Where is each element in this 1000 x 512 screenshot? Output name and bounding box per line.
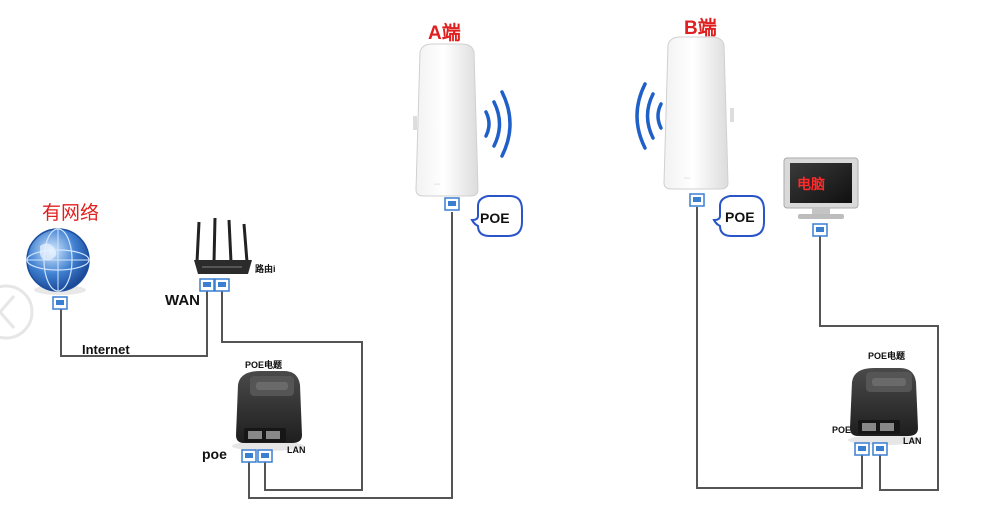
pc-label: 电脑 (797, 176, 825, 192)
poe-right-label: POE (832, 425, 852, 435)
poe-injector-icon (232, 371, 304, 451)
wifi-waves-icon (635, 82, 663, 150)
port-icon (812, 223, 828, 237)
network-label: 有网络 (42, 202, 100, 224)
poe-bubble-a-label: POE (480, 210, 510, 226)
port-icon (52, 296, 68, 310)
cpe-a-icon: ◦◦◦ (413, 43, 479, 197)
lan-port-icon (872, 442, 888, 456)
globe-icon (26, 228, 90, 295)
poe-left-label: poe (202, 446, 227, 462)
port-icon (444, 197, 460, 211)
poe-injector-icon (848, 368, 920, 445)
cables (60, 207, 939, 499)
router-lan-cable (221, 290, 363, 491)
wan-port-icon (199, 278, 215, 292)
watermark-icon (0, 284, 34, 340)
cpe-b-cable (696, 207, 863, 489)
port-icon (689, 193, 705, 207)
pc-cable (819, 236, 939, 491)
poe-port-icon (241, 449, 257, 463)
wifi-waves-icon (484, 90, 512, 158)
poe-bubble-b (712, 195, 765, 237)
lan-right-label: LAN (903, 436, 922, 446)
end-a-label: A端 (428, 23, 461, 44)
lan-port-icon (214, 278, 230, 292)
internet-cable (60, 290, 208, 357)
poe-bubble-a (470, 195, 523, 237)
poe-port-icon (854, 442, 870, 456)
monitor-icon (783, 157, 859, 219)
lan-port-icon (257, 449, 273, 463)
poe-supply-right-label: POE电题 (868, 351, 906, 361)
poe-bubble-b-label: POE (725, 209, 755, 225)
wan-label: WAN (165, 292, 200, 309)
svg-text:◦◦◦: ◦◦◦ (434, 182, 440, 188)
router-icon (194, 217, 252, 274)
router-label: 路由i (255, 264, 276, 274)
cpe-b-icon: ◦◦◦ (663, 36, 734, 190)
internet-label: Internet (82, 342, 130, 357)
end-b-label: B端 (684, 18, 717, 39)
lan-left-label: LAN (287, 445, 306, 455)
cpe-a-cable (248, 212, 453, 499)
poe-supply-left-label: POE电题 (245, 360, 283, 370)
svg-text:◦◦◦: ◦◦◦ (684, 176, 690, 182)
